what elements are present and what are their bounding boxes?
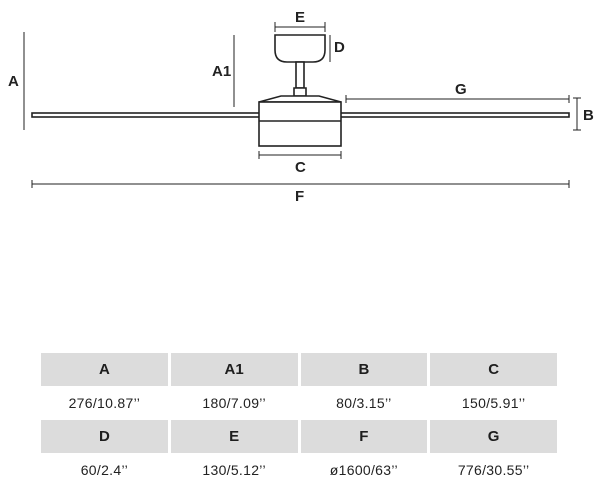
table-header-cell: F — [300, 420, 428, 453]
label-e: E — [295, 9, 305, 26]
table-header-cell: C — [430, 353, 557, 386]
table-value-cell: 276/10.87’’ — [68, 395, 141, 411]
dimension-c: C — [258, 151, 342, 176]
table-value-cell: 776/30.55’’ — [457, 462, 530, 478]
fan-dimension-drawing: A A1 E D G B C F — [8, 9, 594, 205]
fan-motor-housing — [258, 101, 342, 147]
label-c: C — [295, 159, 306, 176]
table-header-cell: D — [41, 420, 168, 453]
table-value-cell: 180/7.09’’ — [202, 395, 266, 411]
label-a1: A1 — [212, 63, 231, 80]
ceiling-fan — [31, 34, 570, 147]
dimension-b: B — [573, 97, 594, 131]
label-b: B — [583, 107, 594, 124]
fan-blade-left — [31, 112, 261, 118]
dimension-table: A A1 B C 276/10.87’’ 180/7.09’’ 80/3.15’… — [41, 353, 557, 487]
label-g: G — [455, 81, 467, 98]
dimension-f: F — [31, 180, 570, 205]
table-header-row: D E F G — [41, 420, 557, 453]
table-value-cell: 150/5.91’’ — [461, 395, 526, 411]
fan-blade-right — [339, 112, 570, 118]
dimension-g: G — [345, 81, 570, 103]
label-f: F — [295, 188, 304, 205]
fan-motor-top — [258, 95, 342, 103]
table-header-cell: G — [430, 420, 557, 453]
table-value-cell: 60/2.4’’ — [80, 462, 129, 478]
dimension-d: D — [329, 35, 345, 62]
table-header-cell: E — [170, 420, 298, 453]
table-header-row: A A1 B C — [41, 353, 557, 386]
table-value-cell: 130/5.12’’ — [202, 462, 266, 478]
label-a: A — [8, 73, 19, 90]
fan-rod-connector — [293, 87, 307, 97]
fan-canopy — [274, 34, 326, 63]
table-header-cell: B — [300, 353, 428, 386]
table-value-cell: 80/3.15’’ — [336, 395, 392, 411]
table-value-row: 60/2.4’’ 130/5.12’’ ø1600/63’’ 776/30.55… — [41, 453, 557, 487]
dimension-a1: A1 — [212, 35, 235, 107]
dimension-e: E — [274, 9, 326, 32]
table-header-cell: A1 — [170, 353, 298, 386]
table-value-row: 276/10.87’’ 180/7.09’’ 80/3.15’’ 150/5.9… — [41, 386, 557, 420]
fan-downrod — [295, 61, 305, 89]
table-value-cell: ø1600/63’’ — [329, 462, 398, 478]
table-header-cell: A — [41, 353, 168, 386]
dimension-a: A — [8, 32, 25, 130]
label-d: D — [334, 39, 345, 56]
